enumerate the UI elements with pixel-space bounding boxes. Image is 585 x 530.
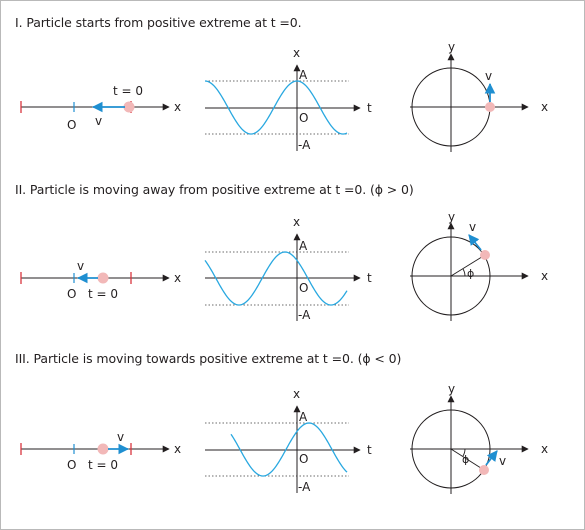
case3-origin-label: O bbox=[67, 458, 76, 472]
case3-circle-y-label: y bbox=[448, 382, 455, 396]
case1-graph-x-label: x bbox=[293, 46, 300, 60]
case3-particle bbox=[97, 443, 109, 455]
case3-phi-label: ϕ bbox=[462, 453, 469, 466]
case1-graph-origin: O bbox=[299, 111, 308, 125]
case2-graph-x-label: x bbox=[293, 215, 300, 229]
case2-v-label: v bbox=[77, 259, 84, 273]
case2-t-label: t bbox=[367, 271, 372, 285]
case2-circle-velocity bbox=[468, 234, 482, 251]
case2-x-label: x bbox=[174, 271, 181, 285]
case3-amp-label: A bbox=[299, 410, 308, 424]
case3-circle-velocity bbox=[485, 450, 498, 466]
case3-x-label: x bbox=[174, 442, 181, 456]
case1-t-label: t bbox=[367, 101, 372, 115]
case3-circle-x-label: x bbox=[541, 442, 548, 456]
case3-circle-v-label: v bbox=[499, 454, 506, 468]
case2-wave bbox=[204, 251, 348, 306]
case1-line-diagram: x O v t = 0 bbox=[20, 84, 181, 132]
case2-circle-v-label: v bbox=[469, 220, 476, 234]
case2-circle-particle bbox=[480, 250, 490, 260]
case3-v-label: v bbox=[117, 430, 124, 444]
case3-circle-particle bbox=[479, 465, 489, 475]
case2-phase-arc bbox=[462, 268, 466, 277]
case3-graph-x-label: x bbox=[293, 387, 300, 401]
case2-amp-label: A bbox=[299, 239, 308, 253]
case1-circle-v-label: v bbox=[485, 69, 492, 83]
case2-line-diagram: x O v t = 0 bbox=[20, 259, 181, 301]
case2-t0-label: t = 0 bbox=[88, 287, 118, 301]
case1-origin-label: O bbox=[67, 118, 76, 132]
case3-t0-label: t = 0 bbox=[88, 458, 118, 472]
case1-v-label: v bbox=[95, 114, 102, 128]
case3-phasor-circle: y x v ϕ bbox=[410, 382, 548, 494]
case2-group: x O v t = 0 x t A O -A bbox=[20, 210, 548, 322]
case1-group: x O v t = 0 x t A O -A bbox=[20, 40, 548, 152]
case1-phasor-circle: y x v bbox=[410, 40, 548, 152]
case2-radius bbox=[450, 254, 486, 277]
case2-circle-x-label: x bbox=[541, 269, 548, 283]
case3-line-diagram: x O v t = 0 bbox=[20, 430, 181, 472]
case2-particle bbox=[97, 272, 109, 284]
case1-circle-y-label: y bbox=[448, 40, 455, 54]
case3-graph: x t A O -A bbox=[205, 387, 372, 494]
case2-neg-amp-label: -A bbox=[298, 308, 311, 322]
case3-heading: III. Particle is moving towards positive… bbox=[15, 351, 402, 366]
case1-circle-particle bbox=[485, 102, 495, 112]
case2-heading: II. Particle is moving away from positiv… bbox=[15, 182, 414, 197]
case2-phasor-circle: y x v ϕ bbox=[410, 210, 548, 321]
case1-heading: I. Particle starts from positive extreme… bbox=[15, 15, 302, 30]
case3-wave bbox=[230, 422, 348, 477]
case2-graph: x t A O -A bbox=[204, 215, 372, 322]
case1-particle bbox=[123, 101, 135, 113]
case1-amp-label: A bbox=[299, 68, 308, 82]
case3-group: x O v t = 0 x t A O -A bbox=[20, 382, 548, 494]
case3-phase-arc bbox=[462, 448, 466, 457]
case1-x-label: x bbox=[174, 100, 181, 114]
case1-wave bbox=[204, 80, 348, 135]
case1-graph: x t A O -A bbox=[204, 46, 372, 152]
case2-circle-y-label: y bbox=[448, 210, 455, 224]
case2-reference-circle bbox=[411, 236, 491, 316]
case2-phi-label: ϕ bbox=[467, 267, 474, 280]
case1-t0-label: t = 0 bbox=[113, 84, 143, 98]
case1-neg-amp-label: -A bbox=[298, 138, 311, 152]
case3-graph-origin: O bbox=[299, 452, 308, 466]
case3-t-label: t bbox=[367, 443, 372, 457]
case2-graph-origin: O bbox=[299, 281, 308, 295]
case3-radius bbox=[450, 448, 485, 471]
case3-neg-amp-label: -A bbox=[298, 480, 311, 494]
case2-origin-label: O bbox=[67, 287, 76, 301]
case1-circle-x-label: x bbox=[541, 100, 548, 114]
case3-reference-circle bbox=[411, 409, 491, 489]
